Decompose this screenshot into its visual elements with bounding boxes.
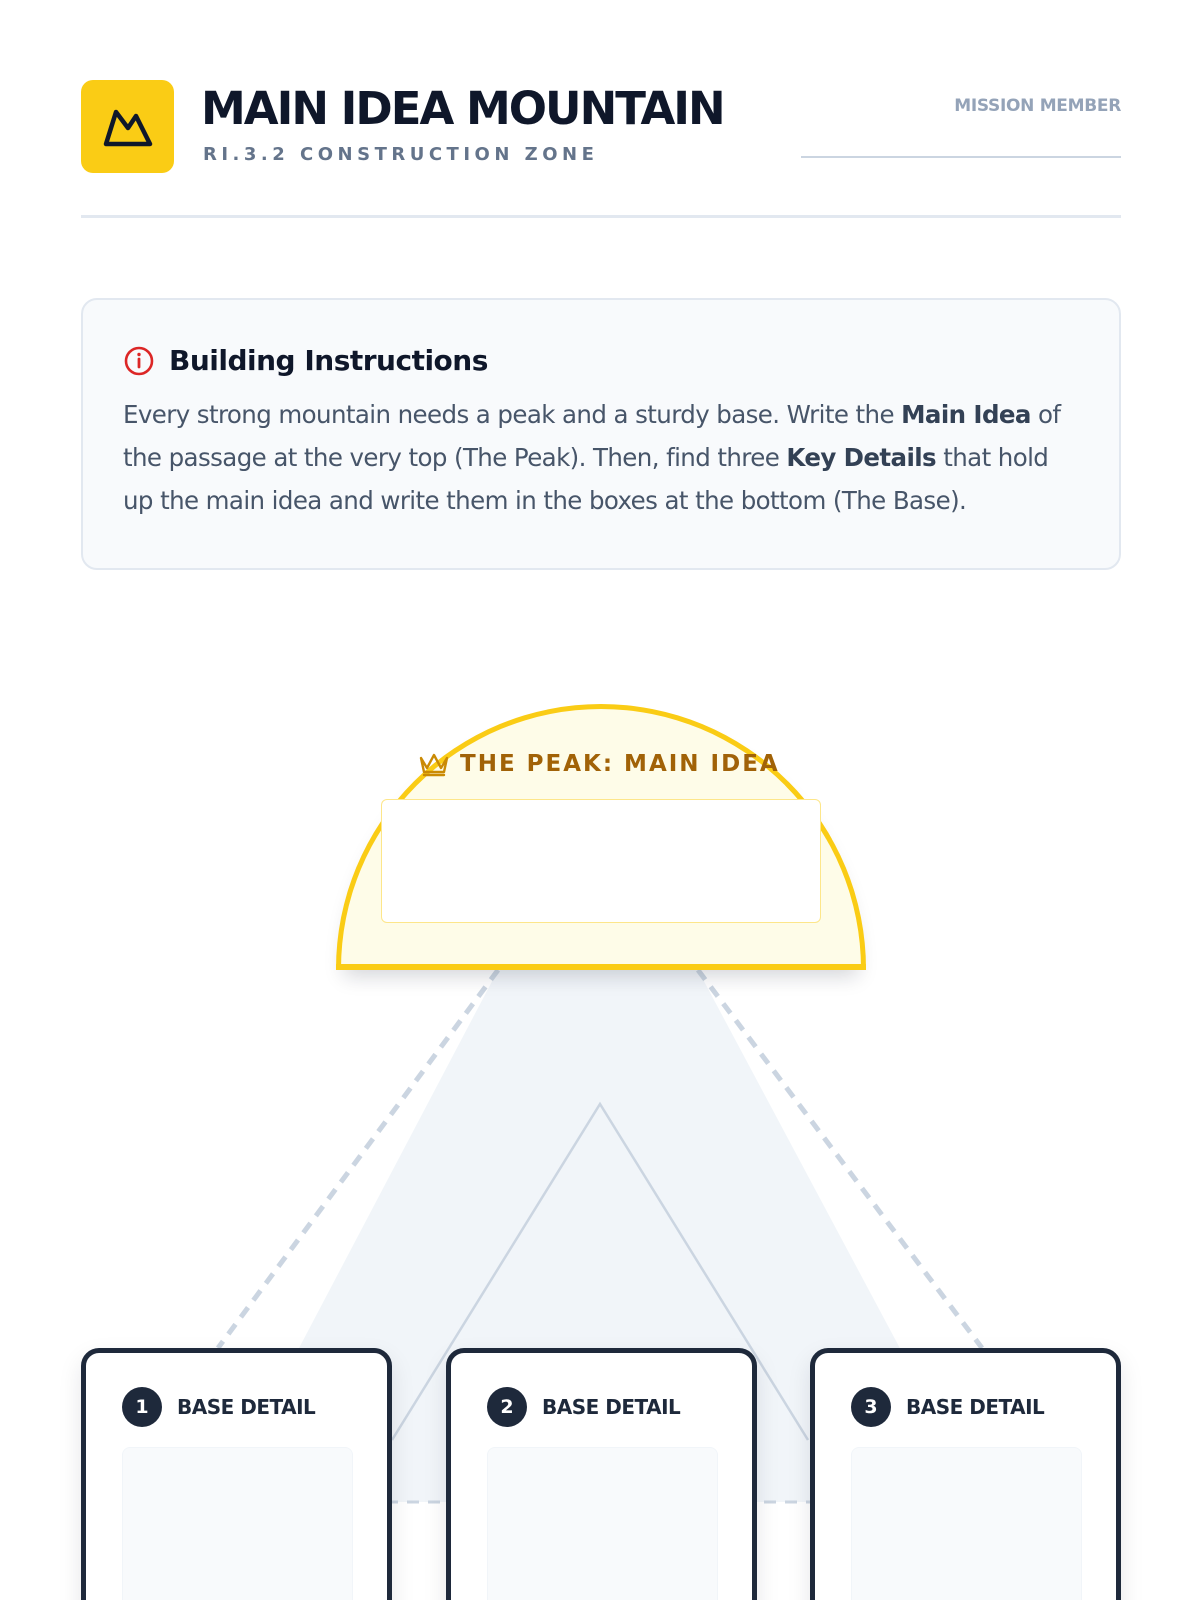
info-icon	[124, 346, 154, 375]
instructions-card: Building Instructions Every strong mount…	[81, 298, 1121, 570]
page-title: MAIN IDEA MOUNTAIN	[201, 82, 726, 135]
base-detail-card-2: 2 BASE DETAIL	[446, 1348, 757, 1600]
crown-icon	[419, 753, 449, 777]
peak-label: THE PEAK: MAIN IDEA	[460, 751, 780, 777]
mission-member-input[interactable]	[801, 124, 1121, 156]
base-detail-label: BASE DETAIL	[542, 1395, 681, 1419]
base-detail-card-1: 1 BASE DETAIL	[81, 1348, 392, 1600]
base-detail-label: BASE DETAIL	[906, 1395, 1045, 1419]
mountain-left-dashed-edge	[215, 968, 501, 1350]
main-idea-input[interactable]	[381, 799, 821, 923]
mountain-fill	[218, 970, 982, 1502]
base-detail-label: BASE DETAIL	[177, 1395, 316, 1419]
number-badge: 3	[851, 1387, 891, 1427]
base-detail-input-2[interactable]	[487, 1447, 718, 1600]
mission-member-label: MISSION MEMBER	[954, 96, 1121, 116]
page-subtitle: RI.3.2 CONSTRUCTION ZONE	[203, 144, 599, 165]
base-detail-card-3: 3 BASE DETAIL	[810, 1348, 1121, 1600]
mountain-inner-outline	[390, 1101, 810, 1441]
header: MAIN IDEA MOUNTAIN RI.3.2 CONSTRUCTION Z…	[81, 80, 1121, 218]
mountain-icon	[103, 109, 152, 146]
base-detail-input-1[interactable]	[122, 1447, 353, 1600]
base-detail-header: 1 BASE DETAIL	[122, 1387, 316, 1427]
mission-member-underline	[801, 156, 1121, 158]
instructions-text-part: Every strong mountain needs a peak and a…	[123, 400, 902, 429]
instructions-text: Every strong mountain needs a peak and a…	[123, 393, 1079, 522]
peak-header: THE PEAK: MAIN IDEA	[418, 750, 780, 778]
instructions-text-part: of the passage at the very top (The Peak…	[123, 400, 1061, 472]
base-detail-header: 3 BASE DETAIL	[851, 1387, 1045, 1427]
mountain-right-dashed-edge	[696, 968, 984, 1350]
instructions-bold-main-idea: Main Idea	[901, 400, 1031, 429]
base-detail-header: 2 BASE DETAIL	[487, 1387, 681, 1427]
base-detail-input-3[interactable]	[851, 1447, 1082, 1600]
logo	[81, 80, 174, 173]
instructions-text-part: that hold up the main idea and write the…	[123, 443, 1049, 515]
instructions-title: Building Instructions	[169, 344, 488, 377]
number-badge: 1	[122, 1387, 162, 1427]
number-badge: 2	[487, 1387, 527, 1427]
instructions-header: Building Instructions	[123, 344, 1079, 377]
instructions-bold-key-details: Key Details	[786, 443, 937, 472]
